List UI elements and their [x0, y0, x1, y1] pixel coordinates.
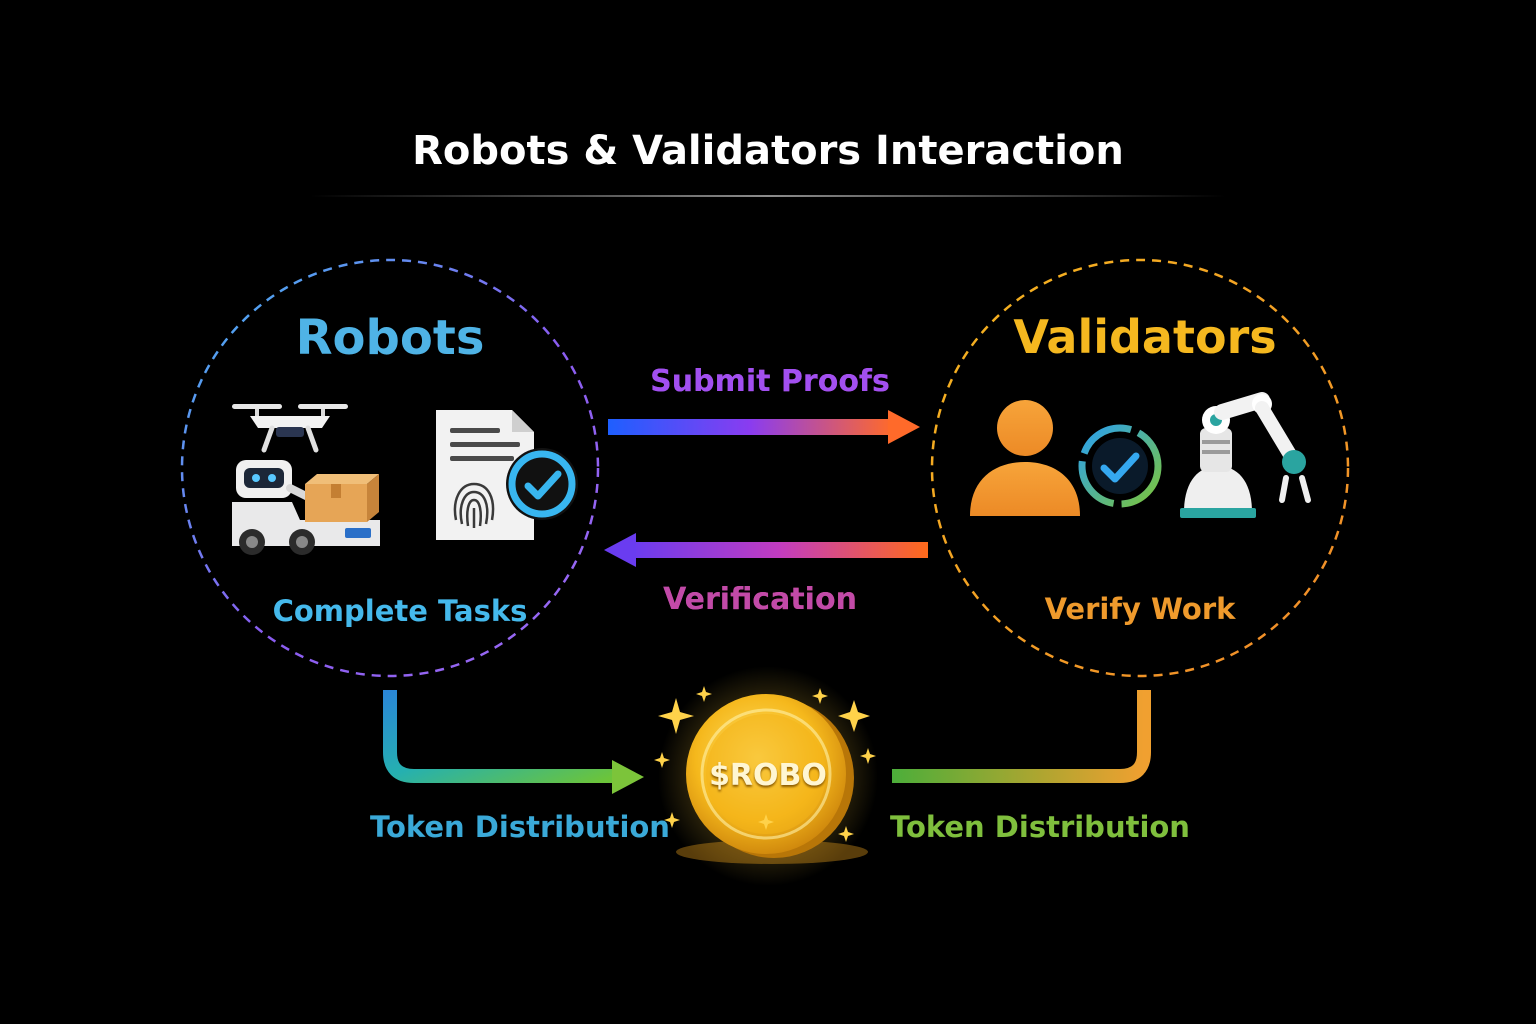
verification-label: Verification	[600, 582, 920, 617]
fingerprint-icon	[453, 482, 495, 528]
validators-heading: Validators	[1013, 310, 1277, 364]
verification-arrow	[604, 533, 928, 567]
package-box-icon	[305, 474, 379, 522]
robots-caption: Complete Tasks	[272, 594, 528, 628]
sparkle-icons	[654, 686, 876, 842]
robots-heading: Robots	[295, 310, 485, 366]
token-path-right	[892, 690, 1151, 783]
check-badge-icon	[506, 448, 578, 520]
delivery-robot-icon	[232, 460, 380, 555]
page-title: Robots & Validators Interaction	[412, 128, 1124, 174]
person-icon	[970, 400, 1080, 516]
coin-icon	[658, 666, 878, 886]
robots-circle	[180, 258, 600, 678]
validators-circle	[930, 258, 1350, 678]
token-distribution-right-label: Token Distribution	[890, 810, 1190, 844]
submit-proofs-arrow	[608, 410, 920, 444]
validators-caption: Verify Work	[1044, 592, 1236, 626]
coin-label: $ROBO	[709, 758, 827, 793]
check-circle-icon	[1078, 424, 1162, 508]
drone-icon	[232, 404, 348, 453]
title-divider	[310, 195, 1226, 197]
submit-proofs-label: Submit Proofs	[610, 364, 930, 399]
token-path-left	[383, 690, 644, 794]
robotic-arm-icon	[1180, 392, 1311, 518]
token-distribution-left-label: Token Distribution	[370, 810, 670, 844]
